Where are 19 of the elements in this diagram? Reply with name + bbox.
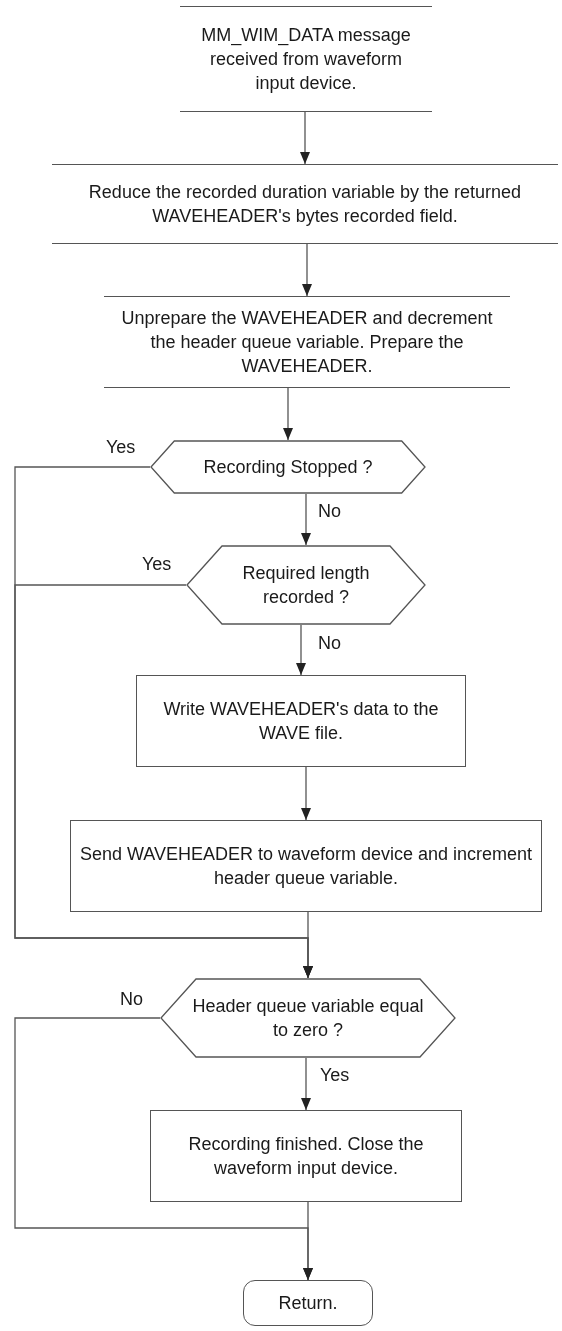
process-box: Send WAVEHEADER to waveform device and increment header queue variable. xyxy=(70,820,542,912)
start-event-box: MM_WIM_DATA message received from waveform input device. xyxy=(180,6,432,112)
arrow xyxy=(301,493,311,546)
arrow xyxy=(300,111,310,165)
process-box: Unprepare the WAVEHEADER and decrement the header queue variable. Prepare the WAVEHEADER. xyxy=(104,296,510,388)
terminal-box: Return. xyxy=(243,1280,373,1326)
process-box: Write WAVEHEADER's data to the WAVE file. xyxy=(136,675,466,767)
decision-hexagon: Required length recorded ? xyxy=(186,545,426,625)
arrow xyxy=(303,911,313,979)
process-box: Reduce the recorded duration variable by the returned WAVEHEADER's bytes recorded field. xyxy=(52,164,558,244)
arrow xyxy=(283,387,293,441)
process-box: Recording finished. Close the waveform input device. xyxy=(150,1110,462,1202)
arrow xyxy=(301,766,311,821)
arrow xyxy=(301,1057,311,1111)
arrow xyxy=(296,624,306,676)
arrow xyxy=(302,243,312,297)
decision-hexagon: Recording Stopped ? xyxy=(150,440,426,494)
arrow xyxy=(303,1201,313,1281)
decision-hexagon: Header queue variable equal to zero ? xyxy=(160,978,456,1058)
